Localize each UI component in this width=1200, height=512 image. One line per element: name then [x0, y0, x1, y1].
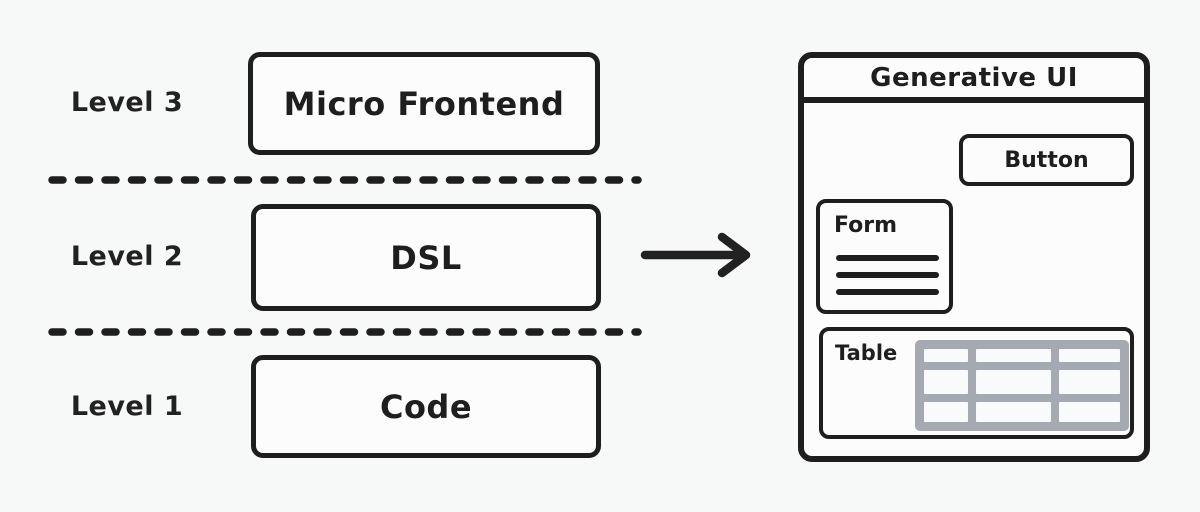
level-1-box: Code [251, 355, 601, 458]
table-cell [1058, 369, 1120, 395]
window-titlebar: Generative UI [804, 58, 1144, 103]
table-cell [924, 349, 968, 362]
level-1-box-label: Code [379, 387, 473, 426]
level-2-box-label: DSL [390, 238, 462, 277]
level-3-label: Level 3 [70, 87, 184, 118]
generative-ui-window: Generative UI Button Form Table [798, 52, 1150, 462]
level-3-box-label: Micro Frontend [283, 84, 565, 123]
table-cell [1058, 349, 1120, 362]
table-grid [915, 340, 1129, 431]
table-cell [1058, 402, 1120, 422]
level-2-box: DSL [251, 204, 601, 311]
table-widget-label: Table [835, 341, 898, 365]
level-2-label: Level 2 [70, 241, 184, 272]
window-title: Generative UI [870, 62, 1078, 93]
window-body: Button Form Table [804, 103, 1144, 456]
form-field-line [836, 272, 939, 278]
button-widget: Button [959, 134, 1134, 186]
table-widget: Table [819, 327, 1134, 439]
form-field-line [836, 289, 939, 295]
table-cell [975, 349, 1051, 362]
dashed-divider-lower [48, 328, 642, 336]
table-cell [924, 402, 968, 422]
table-cell [975, 402, 1051, 422]
dashed-divider-upper [48, 176, 642, 184]
button-widget-label: Button [1004, 147, 1089, 173]
form-widget: Form [816, 199, 953, 314]
table-cell [975, 369, 1051, 395]
form-field-line [836, 255, 939, 261]
level-1-label: Level 1 [70, 391, 184, 422]
table-cell [924, 369, 968, 395]
right-arrow-icon [640, 232, 751, 278]
level-3-box: Micro Frontend [248, 52, 600, 155]
form-widget-label: Form [834, 213, 898, 238]
